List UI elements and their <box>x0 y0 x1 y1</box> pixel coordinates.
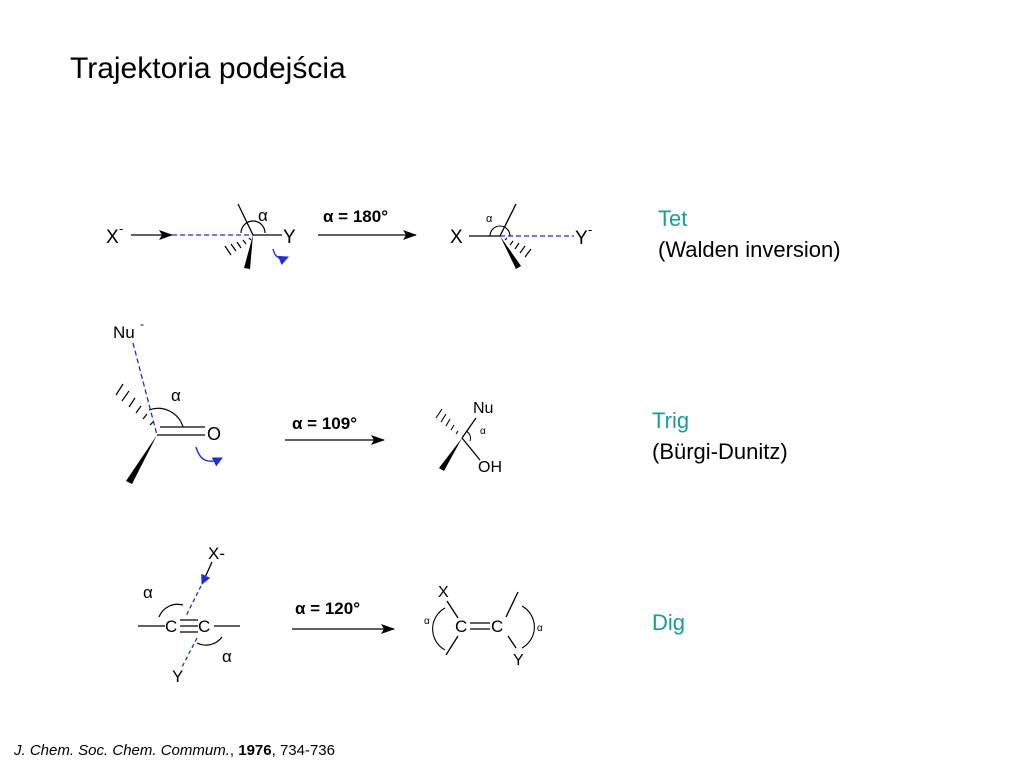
tet-product-right: Y <box>575 228 588 249</box>
trig-nucleophile: Nu <box>113 323 135 342</box>
tet-subtitle: (Walden inversion) <box>658 237 841 262</box>
tet-angle-arc <box>240 220 266 234</box>
dig-triple-bond <box>180 619 198 633</box>
tet-product-angle: α <box>486 213 493 225</box>
tet-reactant: X - α Y <box>106 203 296 269</box>
trig-hashed-bond <box>115 383 154 426</box>
dig-dashed-bond-bottom <box>181 637 198 668</box>
trig-reactant: Nu - O α <box>113 317 223 484</box>
dig-condition-arrow: α = 120° <box>292 599 395 634</box>
trig-condition: α = 109° <box>292 414 357 433</box>
trig-angle-arc <box>148 407 184 428</box>
dig-product-angle-left: α <box>424 616 430 627</box>
trig-nucleophile-charge: - <box>140 317 144 331</box>
trig-wedge-bond <box>126 435 157 484</box>
dig-product-carbon-2: C <box>491 617 503 636</box>
citation-journal: J. Chem. Soc. Chem. Commum. <box>14 742 230 759</box>
dig-product-bottom: Y <box>513 652 524 669</box>
citation-separator: , <box>229 742 239 759</box>
dig-carbon-2: C <box>198 617 210 636</box>
trig-product: Nu OH α <box>435 400 502 476</box>
trig-subtitle: (Bürgi-Dunitz) <box>652 439 788 464</box>
dig-product-top: X <box>438 584 449 601</box>
trig-angle-label: α <box>171 386 181 405</box>
trig-condition-arrow: α = 109° <box>285 414 385 445</box>
tet-product-left: X <box>450 227 463 248</box>
dig-angle-arc-top <box>158 603 184 618</box>
dig-nucleophile: X- <box>208 544 225 563</box>
dig-approach-arrow <box>201 561 213 585</box>
trig-dashed-bond <box>132 342 158 436</box>
page-title: Trajektoria podejścia <box>70 52 346 85</box>
trig-product-top: Nu <box>473 400 493 417</box>
dig-angle-label-top: α <box>143 583 153 602</box>
tet-hashed-bond <box>224 237 252 256</box>
tet-product: X α Y - <box>450 203 592 269</box>
citation: J. Chem. Soc. Chem. Commum., 1976, 734-7… <box>14 742 335 759</box>
tet-product-charge: - <box>588 222 592 237</box>
dig-condition: α = 120° <box>295 599 360 618</box>
citation-pages: , 734-736 <box>271 742 335 759</box>
dig-reactant: X- C C Y α α <box>138 544 240 686</box>
dig-class-label: Dig <box>652 610 686 635</box>
tet-bond-up <box>237 203 254 236</box>
dig-product-carbon-1: C <box>455 617 467 636</box>
tet-condition-arrow: α = 180° <box>318 207 417 240</box>
tet-class-label: Tet <box>658 206 688 231</box>
dig-product: X C C Y α α <box>424 584 543 669</box>
dig-product-angle-right: α <box>537 623 543 634</box>
tet-nucleophile: X <box>106 227 119 248</box>
tet-leaving-group: Y <box>283 227 296 248</box>
dig-dashed-bond-top <box>185 585 202 617</box>
dig-carbon-1: C <box>165 617 177 636</box>
dig-angle-label-bottom: α <box>222 647 232 666</box>
trig-product-bottom: OH <box>478 459 502 476</box>
tet-wedge-bond <box>244 235 253 269</box>
tet-nucleophile-charge: - <box>119 221 123 236</box>
trig-class-label: Trig <box>652 408 690 433</box>
dig-electrophile: Y <box>172 667 183 686</box>
dig-product-double-bond <box>470 622 490 630</box>
citation-year: 1976 <box>238 742 272 759</box>
tet-condition: α = 180° <box>323 207 388 226</box>
tet-angle-label: α <box>258 206 268 225</box>
tet-inversion-curve <box>272 248 289 266</box>
trig-product-angle: α <box>480 426 486 437</box>
trig-curve-arrow <box>195 446 223 467</box>
dig-angle-arc-bottom <box>196 636 223 646</box>
trig-oxygen: O <box>207 424 221 444</box>
